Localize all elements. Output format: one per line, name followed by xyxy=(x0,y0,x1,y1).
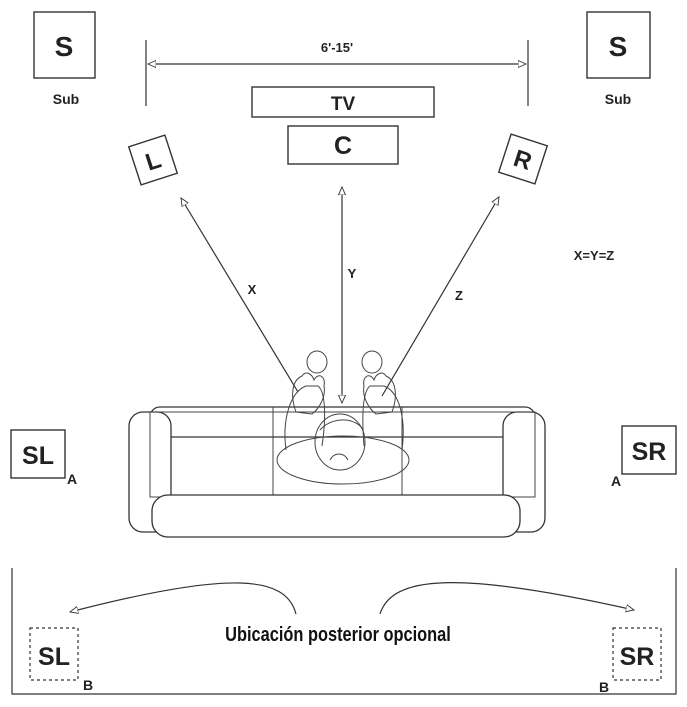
surround-left-b-position: B xyxy=(83,677,93,693)
surround-right-b-letter: SR xyxy=(620,643,655,671)
subwoofer-left: S Sub xyxy=(33,11,96,107)
surround-left-b-letter: SL xyxy=(38,643,70,671)
subwoofer-right-letter: S xyxy=(609,31,628,62)
width-dimension: 6'-15' xyxy=(145,40,529,106)
surround-right-b-position: B xyxy=(599,679,609,695)
distance-lines: X Y Z X=Y=Z xyxy=(181,187,614,403)
surround-right-a-letter: SR xyxy=(632,438,667,466)
center-speaker: C xyxy=(287,125,399,165)
center-speaker-letter: C xyxy=(334,132,352,160)
optional-rear-arrows xyxy=(70,582,634,615)
surround-right-a: SR A xyxy=(611,425,677,489)
listener xyxy=(276,350,410,485)
subwoofer-right: S Sub xyxy=(586,11,651,107)
surround-left-a-position: A xyxy=(67,471,77,487)
front-left-speaker: L xyxy=(127,134,179,186)
surround-left-a: SL A xyxy=(10,429,77,487)
subwoofer-left-letter: S xyxy=(55,31,74,62)
equation-label: X=Y=Z xyxy=(574,248,615,263)
subwoofer-right-caption: Sub xyxy=(605,91,631,107)
sofa xyxy=(128,406,546,538)
surround-left-a-letter: SL xyxy=(22,442,54,470)
surround-right-b: SR B xyxy=(599,627,662,695)
subwoofer-left-caption: Sub xyxy=(53,91,79,107)
distance-z-label: Z xyxy=(455,288,463,303)
tv: TV xyxy=(251,86,435,118)
distance-x-label: X xyxy=(248,282,257,297)
tv-label: TV xyxy=(331,94,356,115)
width-range-label: 6'-15' xyxy=(321,40,353,55)
rear-area-bracket xyxy=(11,568,677,695)
surround-left-b: SL B xyxy=(29,627,93,693)
distance-y-label: Y xyxy=(348,266,357,281)
surround-right-a-position: A xyxy=(611,473,621,489)
front-right-speaker: R xyxy=(497,133,549,185)
optional-rear-placement-note: Ubicación posterior opcional xyxy=(225,622,451,645)
